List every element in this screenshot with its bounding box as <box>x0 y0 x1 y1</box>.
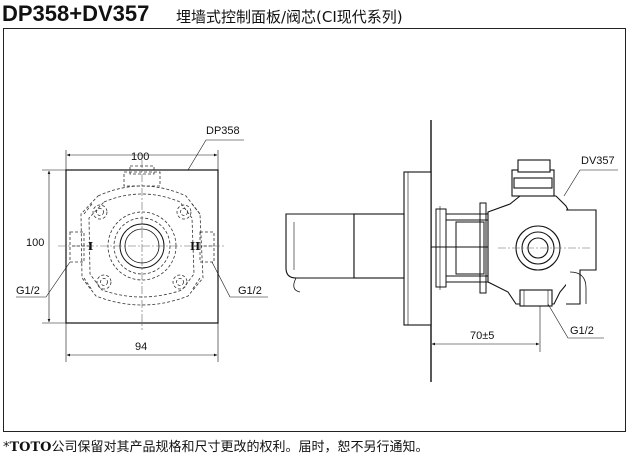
spindle-opening <box>119 223 165 269</box>
front-view: I II 100 100 94 DP358 G1/2 G1/2 <box>16 125 268 362</box>
depth-dimension: 70±5 <box>470 330 494 342</box>
disclaimer-footer: *TOTO公司保留对其产品规格和尺寸更改的权利。届时，恕不另行通知。 <box>3 436 429 455</box>
left-thread-leader <box>16 261 71 298</box>
outlet-thread-leader <box>547 303 604 339</box>
valve-part-label: DV357 <box>581 155 615 167</box>
bottom-dimension: 94 <box>135 341 147 353</box>
port-label-right: II <box>190 240 200 253</box>
brand-name: TOTO <box>9 440 52 455</box>
model-number: DP358+DV357 <box>2 1 150 26</box>
product-description: 埋墙式控制面板/阀芯(CI现代系列) <box>176 8 403 26</box>
outlet-thread-label: G1/2 <box>570 325 594 337</box>
drawing-frame <box>3 28 626 432</box>
valve-leader <box>563 169 618 197</box>
valve-body <box>487 159 597 307</box>
side-view: DV357 70±5 G1/2 <box>285 120 618 382</box>
mounting-bracket <box>431 202 512 294</box>
handle <box>285 213 405 293</box>
escutcheon-plate <box>403 171 432 326</box>
title-bar: DP358+DV357 埋墙式控制面板/阀芯(CI现代系列) <box>0 0 630 28</box>
hidden-valve-body <box>69 165 215 306</box>
port-label-left: I <box>88 240 93 253</box>
width-dimension: 100 <box>131 151 149 163</box>
right-thread-label: G1/2 <box>238 285 262 297</box>
height-dimension: 100 <box>26 237 44 249</box>
footer-asterisk: * <box>3 440 10 455</box>
left-thread-label: G1/2 <box>16 285 40 297</box>
panel-part-label: DP358 <box>206 125 240 137</box>
panel-leader <box>187 139 244 171</box>
footer-notice: 公司保留对其产品规格和尺寸更改的权利。届时，恕不另行通知。 <box>51 440 429 455</box>
right-thread-leader <box>211 261 268 298</box>
